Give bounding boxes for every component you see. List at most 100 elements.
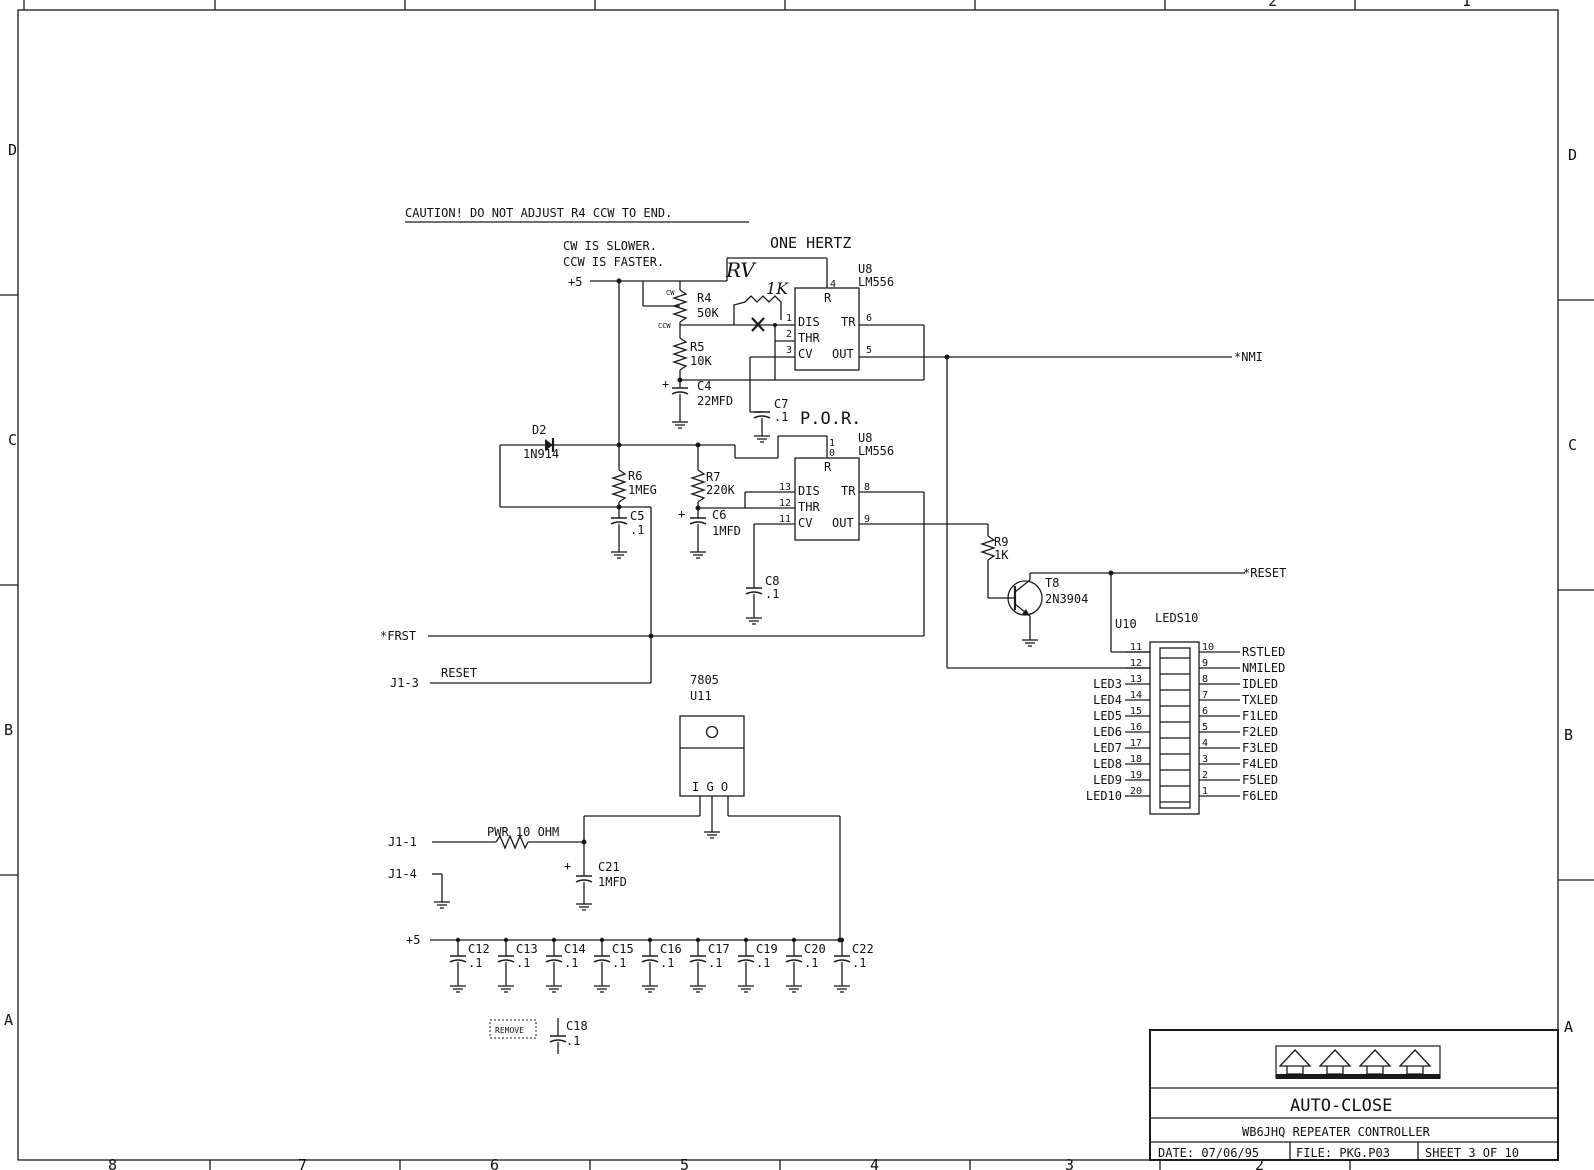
c7-value: .1 [774,410,788,424]
nmi-net: *NMI [1234,350,1263,364]
j11-net: J1-1 [388,835,417,849]
bypass-cap-value: .1 [708,956,722,970]
u10-ref: U10 [1115,617,1137,631]
u8b-num-r1: 1 [829,438,835,449]
title-block-file: FILE: PKG.P03 [1296,1146,1390,1160]
caution-note: CAUTION! DO NOT ADJUST R4 CCW TO END. [405,206,672,220]
led-right-pin: 5 [1202,722,1208,733]
r5-value: 10K [690,354,712,368]
bypass-cap-value: .1 [516,956,530,970]
d2-value: 1N914 [523,447,559,461]
col-label-bottom-3: 3 [1065,1156,1074,1170]
u8a-pin-out: OUT [832,347,854,361]
t8-value: 2N3904 [1045,592,1088,606]
led-left-pin: 18 [1130,754,1142,765]
u8a-pin-tr: TR [841,315,856,329]
row-label-c-right: C [1568,436,1577,454]
bypass-cap: C14.1 [545,937,586,993]
led-left-net: LED7 [1093,741,1122,755]
row-label-d-left: D [8,141,17,159]
u8a-pin-cv: CV [798,347,812,361]
bypass-cap: C15.1 [593,937,634,993]
title-block-date: DATE: 07/06/95 [1158,1146,1259,1160]
timer-wiring: +5 [568,257,1232,669]
r7-value: 220K [706,483,736,497]
c4-value: 22MFD [697,394,733,408]
led-right-pin: 10 [1202,642,1214,653]
row-label-b-right: B [1564,726,1573,744]
c8-value: .1 [765,587,779,601]
u8a-num-r: 4 [830,279,836,290]
title-block-title: AUTO-CLOSE [1290,1096,1392,1116]
led-left-net: LED3 [1093,677,1122,691]
led-right-pin: 2 [1202,770,1208,781]
c4-ref: C4 [697,379,711,393]
u8b-num-cv: 11 [779,514,791,525]
row-label-c-left: C [8,431,17,449]
col-label-bottom-5: 5 [680,1156,689,1170]
col-label-top-2: 2 [1268,0,1277,10]
led-left-pin: 14 [1130,690,1142,701]
led-left-pin: 16 [1130,722,1142,733]
bypass-cap-value: .1 [852,956,866,970]
u8b-pin-cv: CV [798,516,812,530]
r4-ccw: CCW [658,322,671,330]
c21-plus: + [564,859,571,873]
ccw-faster-note: CCW IS FASTER. [563,255,664,269]
col-label-bottom-6: 6 [490,1156,499,1170]
regulator-u11: 7805 U11 I G O [432,673,841,940]
bypass-cap-ref: C19 [756,942,778,956]
one-hertz-label: ONE HERTZ [770,234,851,252]
bypass-cap: C22.1 [833,937,874,993]
u8a-num-tr: 6 [866,313,872,324]
u8b-num-thr: 12 [779,498,791,509]
r7-ref: R7 [706,470,720,484]
j13-net: J1-3 [390,676,419,690]
frst-net: *FRST [380,629,416,643]
led-left-net: LED5 [1093,709,1122,723]
c7-ref: C7 [774,397,788,411]
por-label: P.O.R. [800,409,861,429]
u8a-num-dis: 1 [786,313,792,324]
c5-ref: C5 [630,509,644,523]
col-label-bottom-8: 8 [108,1156,117,1170]
led-right-net: F1LED [1242,709,1278,723]
d2-ref: D2 [532,423,546,437]
bypass-cap-value: .1 [804,956,818,970]
u8b-ref: U8 [858,431,872,445]
led-right-pin: 3 [1202,754,1208,765]
led-right-pin: 7 [1202,690,1208,701]
title-block-sheet: SHEET 3 OF 10 [1425,1146,1519,1160]
led-left-pin: 13 [1130,674,1142,685]
bypass-cap-value: .1 [564,956,578,970]
bypass-cap-value: .1 [660,956,674,970]
c18-removed: REMOVE C18 .1 [489,1018,588,1054]
r6-value: 1MEG [628,483,657,497]
c6-ref: C6 [712,508,726,522]
1k-handwritten: 1K [766,279,789,298]
u10-part: LEDS10 [1155,611,1198,625]
r4-value: 50K [697,306,719,320]
led-right-pin: 8 [1202,674,1208,685]
title-block-subtitle: WB6JHQ REPEATER CONTROLLER [1242,1125,1431,1139]
u8a-part: LM556 [858,275,894,289]
c21-value: 1MFD [598,875,627,889]
t8-ref: T8 [1045,576,1059,590]
led-left-net: LED6 [1093,725,1122,739]
title-block: AUTO-CLOSE WB6JHQ REPEATER CONTROLLER DA… [1149,1029,1559,1161]
bypass-cap-ref: C22 [852,942,874,956]
led-left-pin: 12 [1130,658,1142,669]
pwr-resistor-label: PWR 10 OHM [487,825,559,839]
led-right-net: RSTLED [1242,645,1285,659]
led-left-pin: 19 [1130,770,1142,781]
led-left-pin: 17 [1130,738,1142,749]
c4-plus: + [662,377,669,391]
led-right-net: F2LED [1242,725,1278,739]
u8a-pin-dis: DIS [798,315,820,329]
led-right-pin: 1 [1202,786,1208,797]
led-left-net: LED9 [1093,773,1122,787]
col-label-bottom-2: 2 [1255,1156,1264,1170]
led-right-pin: 9 [1202,658,1208,669]
led-left-pin: 15 [1130,706,1142,717]
